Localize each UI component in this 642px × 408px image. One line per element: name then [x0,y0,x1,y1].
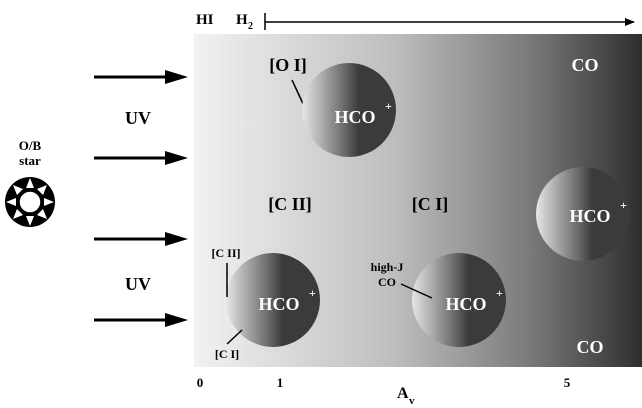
hco-clump-2: HCO + [226,253,320,347]
hco-clump-label: HCO [445,294,486,314]
svg-text:A: A [397,385,409,402]
clump-ci-annotation: [C I] [215,347,239,361]
ci-region-label: [C I] [412,194,449,214]
svg-text:2: 2 [248,21,253,32]
star-icon [5,177,55,227]
svg-text:H: H [236,12,248,28]
hco-clump-1: HCO + [302,63,396,157]
h2-label: H 2 [236,12,253,32]
uv-arrow-2 [94,151,188,165]
uv-arrow-1 [94,70,188,84]
av-axis-label: A v [397,385,415,407]
star-label-line2: star [19,153,41,168]
av-tick-1: 1 [277,375,284,390]
highj-leader [400,283,433,299]
hco-clump-label: HCO [569,206,610,226]
hco-clump-sup: + [496,286,503,300]
oi-region-label: [O I] [269,55,307,75]
hco-clump-sup: + [620,198,627,212]
hco-clump-4: HCO + [536,167,630,261]
av-tick-5: 5 [564,375,571,390]
hco-clump-sup: + [385,99,392,113]
hi-label: HI [196,12,214,28]
clump-ci-leader [226,329,243,345]
hco-clump-label: HCO [334,107,375,127]
star-label-line1: O/B [19,138,42,153]
co-label-top: CO [572,55,599,75]
uv-label-upper: UV [125,108,151,128]
hco-clump-label: HCO [258,294,299,314]
av-tick-0: 0 [197,375,204,390]
uv-arrow-4 [94,313,188,327]
svg-text:v: v [409,395,415,407]
clump-cii-annotation: [C II] [212,246,241,260]
uv-label-lower: UV [125,274,151,294]
highj-annotation-line1: high-J [371,260,404,274]
cii-region-label: [C II] [268,194,312,214]
hco-clump-3: HCO + [412,253,506,347]
hco-clump-sup: + [309,286,316,300]
uv-arrow-3 [94,232,188,246]
highj-annotation-line2: CO [378,275,396,289]
co-label-bottom: CO [577,337,604,357]
